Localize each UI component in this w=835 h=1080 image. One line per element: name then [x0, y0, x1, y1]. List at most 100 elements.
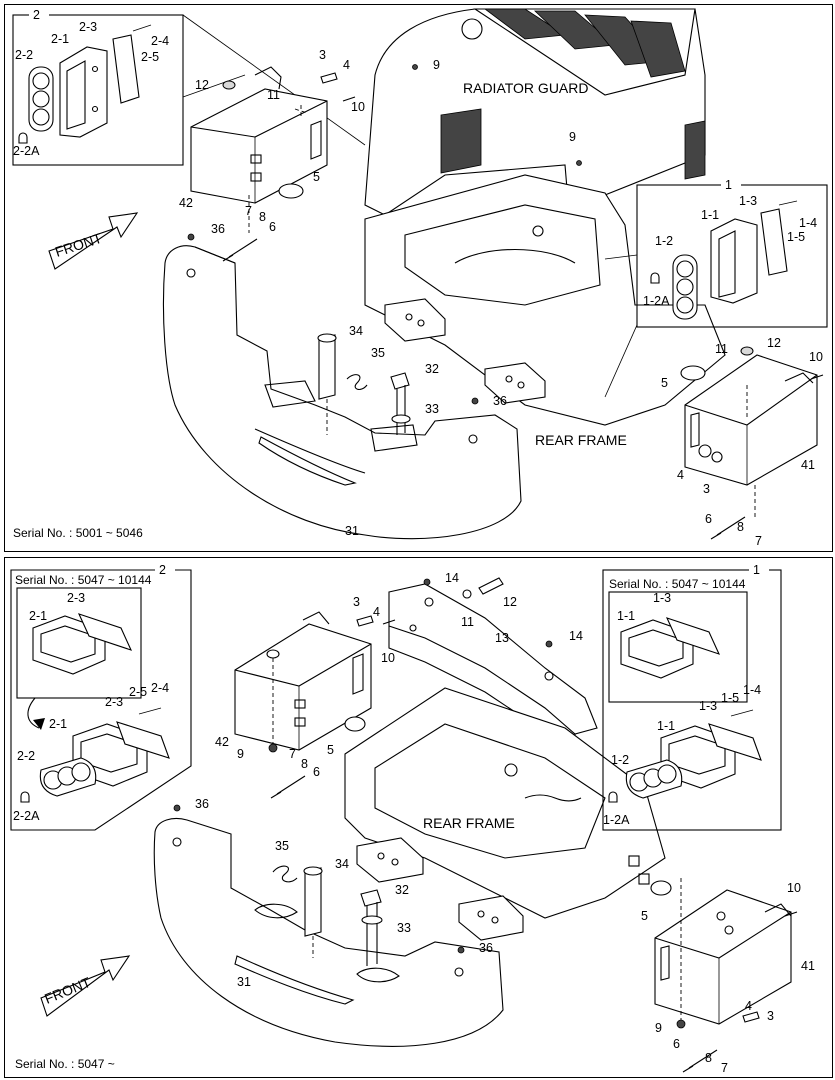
- bottom-inset-group-1: 1 Serial No. : 5047 ~ 10144 1-1 1-3 1-3 …: [602, 563, 782, 831]
- bottom-callout-5b: 5: [641, 909, 648, 923]
- top-callout-12b: 12: [767, 336, 781, 350]
- bottom-inset-group-2: 2 Serial No. : 5047 ~ 10144 2-3 2-1 2-3 …: [10, 563, 192, 831]
- top-washer-33: [391, 414, 411, 424]
- top-callout-10: 10: [351, 100, 365, 114]
- top-callout-9a: 9: [433, 58, 440, 72]
- top-front-arrow: FRONT: [48, 212, 139, 270]
- top-pin-34: [317, 333, 337, 435]
- top-callout-42: 42: [179, 196, 193, 210]
- bottom-panel-serial-5047: 2 Serial No. : 5047 ~ 10144 2-3 2-1 2-3 …: [4, 557, 833, 1078]
- top-inset-group-2: 2 2-3 2-1 2-2 2-2A 2-4 2-5: [12, 8, 184, 166]
- bottom-callout-3b: 3: [767, 1009, 774, 1023]
- top-inset1-label-1-2: 1-2: [655, 234, 673, 248]
- top-panel-serial-5001-5046: 2 2-3 2-1 2-2 2-2A 2-4 2-5: [4, 4, 833, 552]
- bottom-callout-35: 35: [275, 839, 289, 853]
- bottom-washer-33: [361, 915, 383, 925]
- bottom-callout-8a: 8: [301, 757, 308, 771]
- top-callout-8b: 8: [737, 520, 744, 534]
- bottom-inset2-label-2-1b: 2-1: [49, 717, 67, 731]
- bottom-callout-14a: 14: [445, 571, 459, 585]
- bottom-inset2-label-2-2A: 2-2A: [13, 809, 40, 823]
- bottom-callout-34: 34: [335, 857, 349, 871]
- top-callout-36a: 36: [211, 222, 225, 236]
- top-counterweight-31: [162, 245, 522, 540]
- top-toolbox-41: [684, 354, 818, 486]
- top-callout-31: 31: [345, 524, 359, 538]
- bottom-callout-32: 32: [395, 883, 409, 897]
- top-callout-3: 3: [319, 48, 326, 62]
- bottom-callout-12: 12: [503, 595, 517, 609]
- top-inset2-label-2-3: 2-3: [79, 20, 97, 34]
- bottom-toolbox-42: [234, 611, 372, 751]
- bottom-rear-frame: REAR FRAME: [344, 687, 666, 941]
- top-front-label: FRONT: [53, 230, 104, 260]
- bottom-inset2-label-2-4: 2-4: [151, 681, 169, 695]
- top-callout-4b: 4: [677, 468, 684, 482]
- top-callout-6: 6: [269, 220, 276, 234]
- top-callout-34: 34: [349, 324, 363, 338]
- bottom-inset1-label-1-5: 1-5: [721, 691, 739, 705]
- top-callout-9b: 9: [569, 130, 576, 144]
- bottom-callout-36b: 36: [479, 941, 493, 955]
- top-inset2-label-2-2: 2-2: [15, 48, 33, 62]
- bottom-toolbox-41: [654, 878, 792, 1025]
- bottom-inset2-label-2-1a: 2-1: [29, 609, 47, 623]
- top-callout-3b: 3: [703, 482, 710, 496]
- top-inset2-group-label: 2: [33, 8, 40, 22]
- top-bolt-32: [390, 372, 410, 435]
- bottom-callout-42: 42: [215, 735, 229, 749]
- bottom-front-label: FRONT: [42, 974, 93, 1007]
- top-callout-41: 41: [801, 458, 815, 472]
- top-callout-11b: 11: [715, 342, 728, 356]
- top-callout-7: 7: [245, 204, 252, 218]
- top-callout-33: 33: [425, 402, 439, 416]
- bottom-rear-frame-label: REAR FRAME: [423, 815, 515, 831]
- bottom-callout-6b: 6: [673, 1037, 680, 1051]
- top-inset2-label-2-2A: 2-2A: [13, 144, 40, 158]
- bottom-inset1-group-label: 1: [753, 563, 760, 577]
- bottom-callout-36a: 36: [195, 797, 209, 811]
- bottom-inset1-label-1-3b: 1-3: [699, 699, 717, 713]
- bottom-front-arrow: FRONT: [40, 955, 131, 1017]
- bottom-inset1-label-1-3a: 1-3: [653, 591, 671, 605]
- bottom-callout-14b: 14: [569, 629, 583, 643]
- bottom-callout-6a: 6: [313, 765, 320, 779]
- top-callout-8: 8: [259, 210, 266, 224]
- bottom-inset1-label-1-1b: 1-1: [657, 719, 675, 733]
- top-inset1-label-1-4: 1-4: [799, 216, 817, 230]
- bottom-callout-41: 41: [801, 959, 815, 973]
- bottom-callout-10b: 10: [787, 881, 801, 895]
- bottom-callout-7a: 7: [289, 747, 296, 761]
- bottom-inset2-label-2-2: 2-2: [17, 749, 35, 763]
- top-inset2-label-2-1: 2-1: [51, 32, 69, 46]
- top-inset1-label-1-1: 1-1: [701, 208, 719, 222]
- bottom-inset1-label-1-1a: 1-1: [617, 609, 635, 623]
- bottom-callout-3a: 3: [353, 595, 360, 609]
- top-callout-35: 35: [371, 346, 385, 360]
- top-callout-6b: 6: [705, 512, 712, 526]
- bottom-callouts: 3 4 5 6 7 8 9 10 11 12 13 14 14 31 32 33…: [195, 571, 815, 1075]
- bottom-callout-31: 31: [237, 975, 251, 989]
- top-inset1-label-1-2A: 1-2A: [643, 294, 670, 308]
- bottom-exploded-diagram: 2 Serial No. : 5047 ~ 10144 2-3 2-1 2-3 …: [10, 563, 815, 1075]
- bottom-inset2-group-label: 2: [159, 563, 166, 577]
- top-callout-7b: 7: [755, 534, 762, 548]
- bottom-inset2-serial: Serial No. : 5047 ~ 10144: [15, 573, 152, 587]
- top-callout-5: 5: [313, 170, 320, 184]
- top-toolbox-42: [190, 66, 328, 204]
- top-callout-4: 4: [343, 58, 350, 72]
- top-serial-note: Serial No. : 5001 ~ 5046: [13, 526, 143, 540]
- top-rear-frame: REAR FRAME: [364, 174, 726, 448]
- bottom-callout-11: 11: [461, 615, 474, 629]
- bottom-callout-9a: 9: [237, 747, 244, 761]
- top-inset2-label-2-4: 2-4: [151, 34, 169, 48]
- top-rear-frame-label: REAR FRAME: [535, 432, 627, 448]
- bottom-inset2-label-2-3a: 2-3: [67, 591, 85, 605]
- bottom-callout-13: 13: [495, 631, 509, 645]
- top-callout-36b: 36: [493, 394, 507, 408]
- bottom-pin-34: [303, 866, 323, 958]
- top-callouts: 3 4 5 6 7 8 9 10 11 12 31 32 33 34 35 36…: [179, 48, 823, 548]
- bottom-inset1-label-1-2A: 1-2A: [603, 813, 630, 827]
- bottom-callout-4b: 4: [745, 999, 752, 1013]
- bottom-inset1-label-1-4: 1-4: [743, 683, 761, 697]
